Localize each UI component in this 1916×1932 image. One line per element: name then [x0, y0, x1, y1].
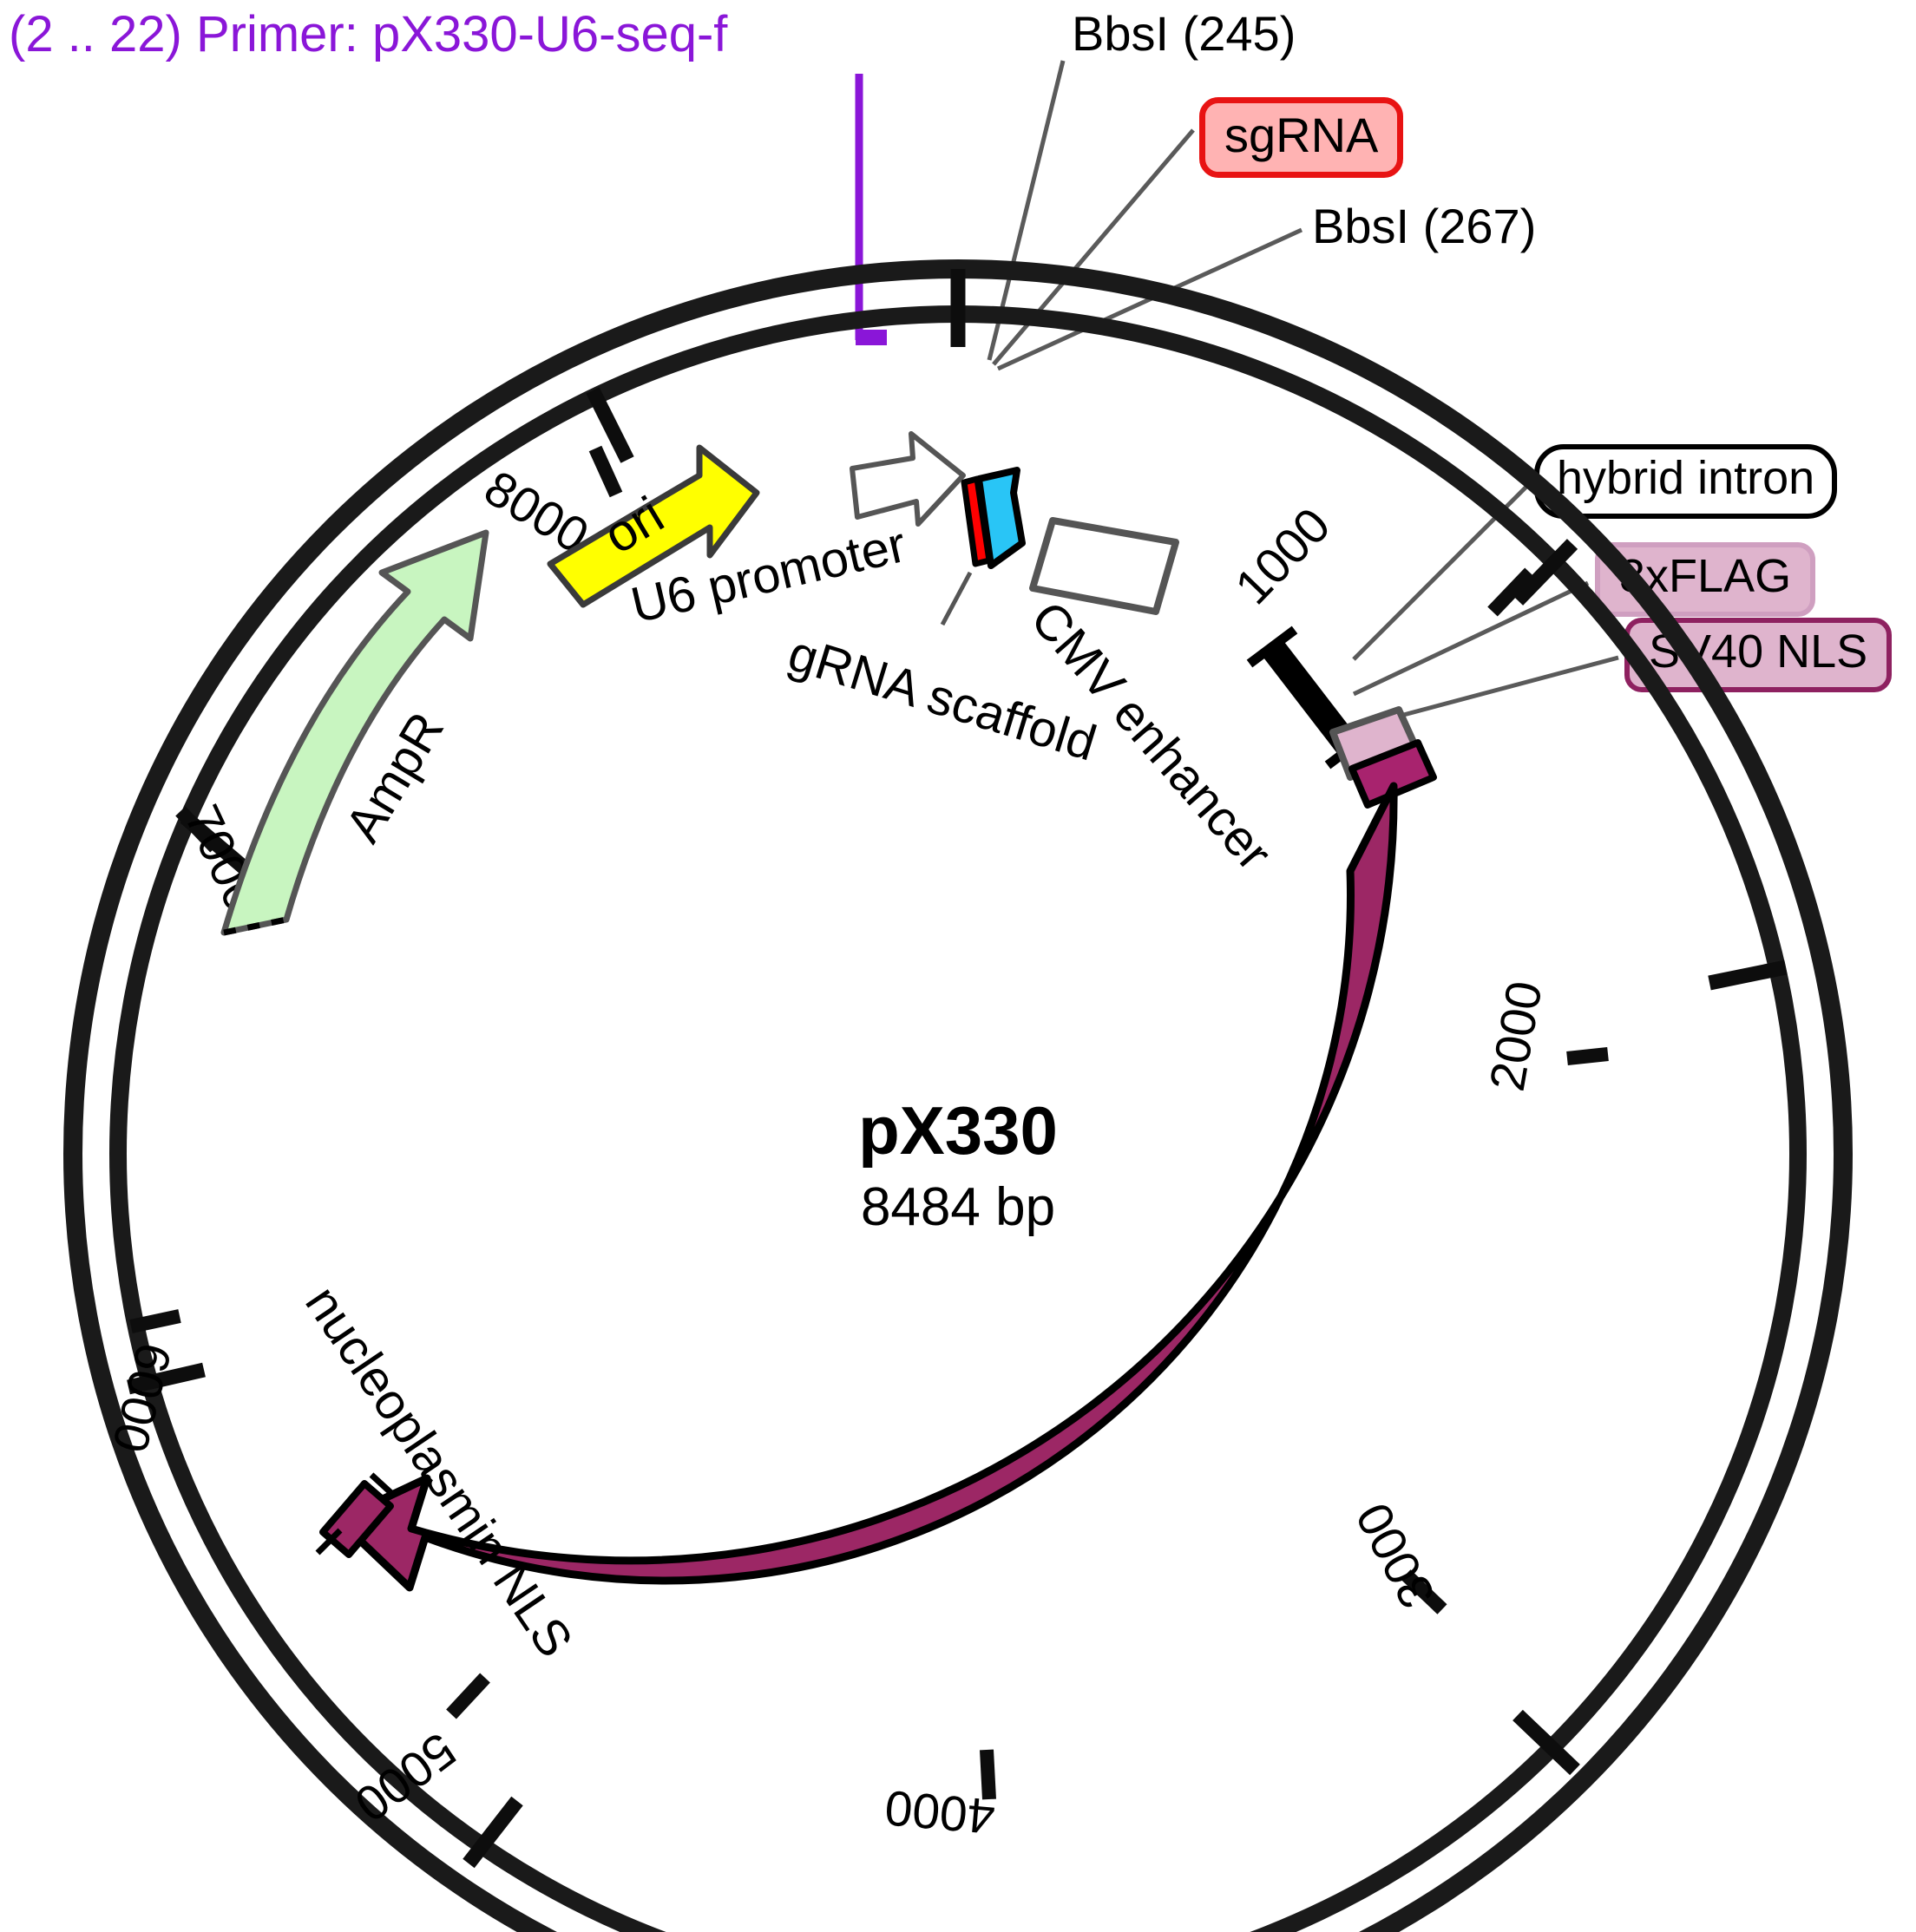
feature-nucleoplasmin-nls: nucleoplasmin NLS	[294, 1276, 583, 1667]
plasmid-size: 8484 bp	[861, 1177, 1055, 1237]
primer-marker	[855, 74, 887, 345]
plasmid-center-text: pX330 8484 bp	[858, 1092, 1058, 1237]
feature-sv40-nls	[1348, 739, 1437, 809]
tick-label-2000: 2000	[1480, 977, 1553, 1095]
tick-label-4000: 4000	[883, 1779, 997, 1844]
bbsi-245-label: BbsI (245)	[1072, 6, 1296, 61]
header-labels: (2 .. 22) Primer: pX330-U6-seq-f BbsI (2…	[0, 0, 1916, 260]
feature-label-cas9: Cas9	[1139, 1527, 1257, 1665]
sgrna-badge-label: sgRNA	[1224, 108, 1379, 162]
sgrna-badge: sgRNA	[1199, 97, 1404, 178]
hybrid-intron-badge-label: hybrid intron	[1557, 452, 1815, 504]
plasmid-name: pX330	[858, 1092, 1058, 1169]
tick-label-3000: 3000	[1345, 1494, 1446, 1617]
hybrid-intron-badge: hybrid intron	[1534, 444, 1838, 519]
ruler-tick-ticks-visible	[129, 445, 1609, 1800]
ruler-ticks	[127, 269, 1788, 1869]
feature-label-nucleoplasmin-nls: nucleoplasmin NLS	[294, 1276, 583, 1667]
grna-scaffold-leader	[940, 571, 973, 626]
bbsi-267-label: BbsI (267)	[1312, 199, 1537, 253]
feature-ori: ori	[547, 444, 760, 608]
tick-label-1000: 1000	[1224, 497, 1341, 615]
primer-label: (2 .. 22) Primer: pX330-U6-seq-f	[9, 6, 728, 62]
